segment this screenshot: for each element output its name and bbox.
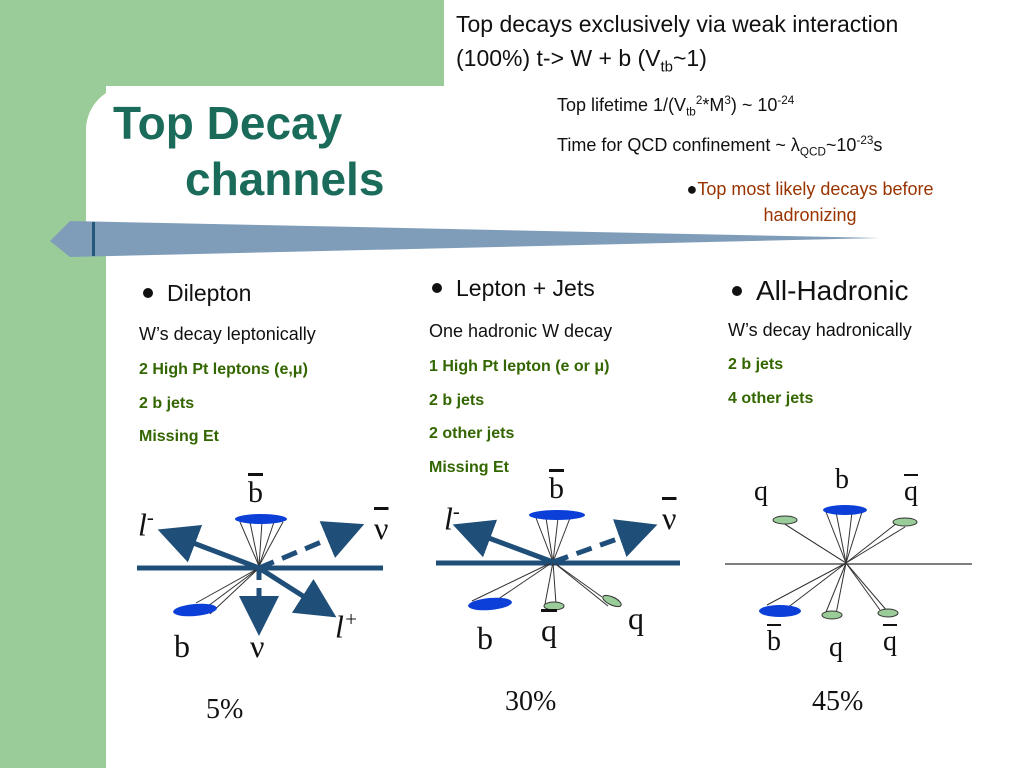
leptonjets-percent: 30% (505, 686, 557, 717)
leptonjets-qbar-label: q (541, 612, 557, 648)
page-title-line1: Top Decay (113, 97, 343, 149)
header-line2: (100%) t-> W + b (Vtb~1) (456, 45, 707, 76)
column-leptonjets-desc: One hadronic W decay (429, 321, 613, 341)
column-leptonjets-item: Missing Et (429, 459, 510, 476)
dilepton-b-label: b (174, 628, 190, 664)
column-dilepton-item: Missing Et (139, 428, 220, 445)
decay-note: ●Top most likely decays before hadronizi… (686, 179, 934, 225)
allhadronic-bbar-jet (759, 605, 801, 617)
column-allhadronic-item: 4 other jets (728, 390, 814, 407)
allhadronic-qbar-jet-bottom (877, 608, 899, 618)
allhadronic-q-jet-bottom (821, 610, 843, 620)
leptonjets-lminus-label: l- (444, 500, 460, 537)
allhadronic-qbar-top-label: q (904, 476, 918, 507)
leptonjets-nubar-label: ν (662, 500, 677, 536)
dilepton-bbar-label: b (248, 476, 263, 509)
leptonjets-lminus-arrow (452, 519, 554, 565)
dilepton-bbar-jet (235, 514, 287, 524)
leptonjets-bbar-jet (529, 510, 585, 520)
leptonjets-b-label: b (477, 620, 493, 656)
column-leptonjets-item: 1 High Pt lepton (e or μ) (429, 358, 610, 375)
header-line1: Top decays exclusively via weak interact… (456, 11, 899, 37)
column-leptonjets-heading: Lepton + Jets (432, 275, 595, 302)
dilepton-lminus-arrow (157, 524, 260, 571)
dilepton-b-jet (173, 603, 217, 617)
allhadronic-qbar-bottom-label: q (883, 626, 897, 657)
dilepton-lplus-label: l+ (335, 608, 358, 645)
dilepton-percent: 5% (206, 694, 244, 725)
leptonjets-bbar-label: b (549, 472, 564, 505)
column-dilepton-item: 2 b jets (139, 395, 195, 412)
column-allhadronic-desc: W’s decay hadronically (728, 320, 912, 340)
column-dilepton-item: 2 High Pt leptons (e,μ) (139, 361, 308, 378)
leptonjets-qbar-jet (543, 601, 565, 611)
dilepton-nubar-label: ν (374, 510, 389, 546)
page-title-line2: channels (185, 153, 385, 205)
allhadronic-qbar-jet-top (892, 517, 918, 527)
lifetime-text: Top lifetime 1/(Vtb2*M3) ~ 10-24 (557, 94, 795, 119)
leptonjets-jet-cones (471, 517, 609, 611)
dilepton-nu-label: ν (250, 628, 265, 664)
column-dilepton-heading: Dilepton (143, 280, 251, 307)
column-leptonjets-item: 2 b jets (429, 392, 485, 409)
leptonjets-q-jet (602, 594, 622, 608)
green-header-band (0, 0, 444, 86)
allhadronic-q-top-label: q (754, 476, 768, 507)
bullet (732, 285, 742, 296)
qcd-confinement-text: Time for QCD confinement ~ λQCD~10-23s (557, 134, 883, 159)
leptonjets-nubar-arrow (552, 519, 658, 565)
dilepton-lminus-label: l- (138, 506, 154, 543)
allhadronic-q-bottom-label: q (829, 632, 843, 663)
dilepton-nubar-arrow (258, 521, 365, 571)
dilepton-jet-cone-top (239, 521, 284, 567)
bullet (143, 287, 153, 298)
allhadronic-bbar-label: b (767, 626, 781, 657)
allhadronic-percent: 45% (812, 686, 864, 717)
allhadronic-b-jet-top (823, 505, 867, 515)
allhadronic-q-jet-top (772, 515, 798, 525)
dilepton-lplus-arrow (257, 565, 337, 618)
bullet (432, 282, 442, 293)
column-dilepton-desc: W’s decay leptonically (139, 324, 316, 344)
banner-arrow (50, 221, 880, 257)
column-allhadronic-item: 2 b jets (728, 356, 784, 373)
title-tab (86, 86, 444, 228)
leptonjets-q-label: q (628, 600, 644, 636)
column-leptonjets-item: 2 other jets (429, 425, 515, 442)
column-allhadronic-heading: All-Hadronic (732, 275, 909, 307)
decay-bullet: ● (686, 179, 698, 199)
allhadronic-b-top-label: b (835, 464, 849, 495)
leptonjets-b-jet (468, 597, 512, 611)
